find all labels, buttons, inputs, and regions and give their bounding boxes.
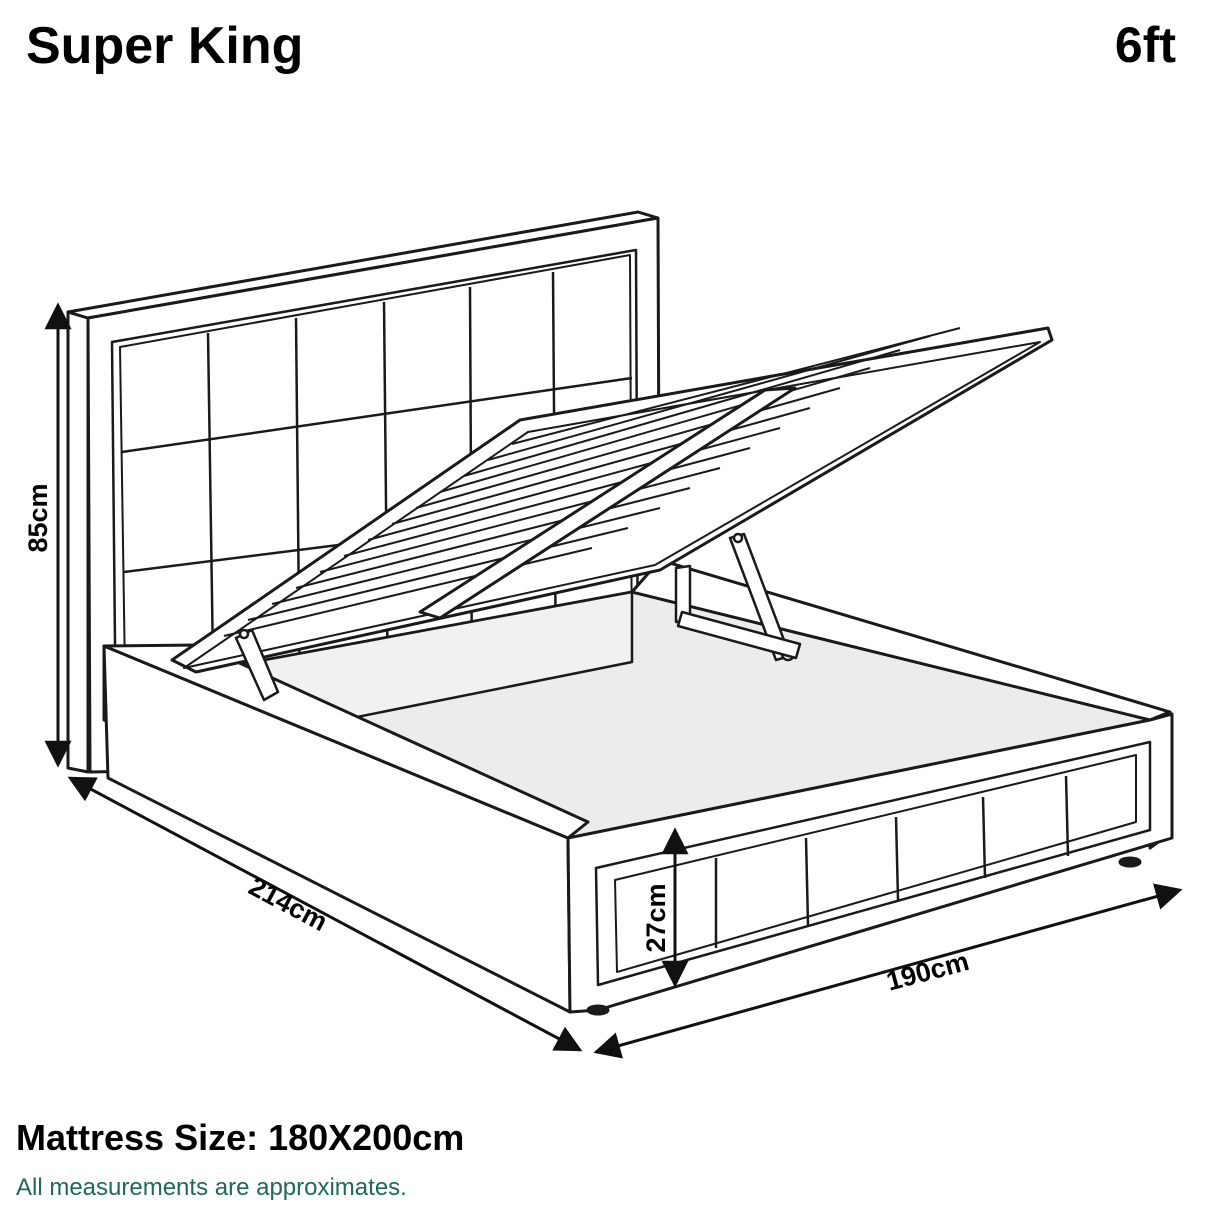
- width-label: 190cm: [883, 946, 972, 997]
- bed-illustration: [66, 210, 1174, 1016]
- base-height-label: 27cm: [641, 883, 671, 952]
- mattress-size: Mattress Size: 180X200cm: [16, 1117, 465, 1158]
- height-label: 85cm: [23, 483, 53, 552]
- product-title: Super King: [26, 17, 304, 75]
- size-label: 6ft: [1114, 17, 1176, 73]
- width-arrow: [593, 883, 1183, 1059]
- disclaimer-note: All measurements are approximates.: [16, 1174, 407, 1201]
- lift-platform: [170, 326, 1054, 674]
- length-arrow: [67, 776, 583, 1052]
- slats: [223, 327, 961, 637]
- dimension-arrow: [44, 302, 1183, 1059]
- gas-lift-piston: [234, 532, 802, 702]
- center-rail: [418, 386, 797, 620]
